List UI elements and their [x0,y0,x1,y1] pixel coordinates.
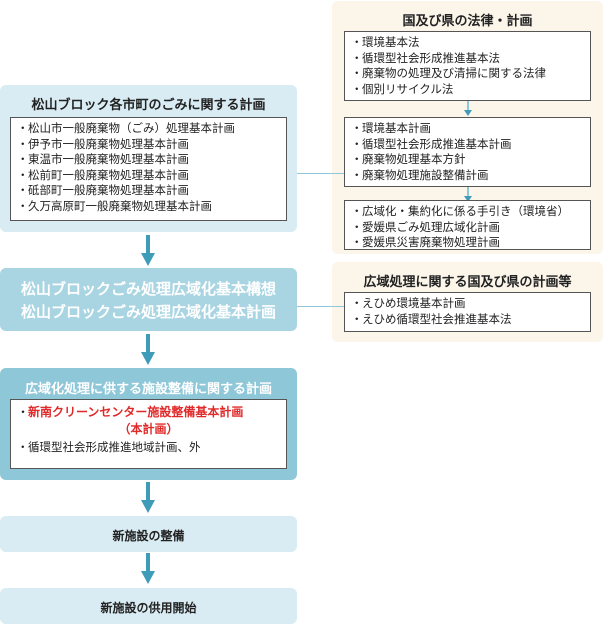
regional-plans-title: 広域処理に関する国及び県の計画等 [363,275,572,290]
list-item: ・えひめ循環型社会推進基本法 [351,311,512,326]
municipal-plans-panel: 松山ブロック各市町のごみに関する計画 ・松山市一般廃棄物（ごみ）処理基本計画 ・… [0,85,297,232]
list-item: ・伊予市一般廃棄物処理基本計画 [17,136,189,151]
list-item: ・循環型社会形成推進地域計画、外 [17,439,201,454]
list-item: ・廃棄物の処理及び清掃に関する法律 [351,66,546,80]
list-item: ・環境基本計画 [351,121,431,135]
small-down-arrow-icon [464,101,472,116]
national-plans-box: ・環境基本計画 ・循環型社会形成推進基本計画 ・廃棄物処理基本方針 ・廃棄物処理… [344,117,591,187]
new-facility-start-label: 新施設の供用開始 [100,601,197,615]
regional-plans-box: ・えひめ環境基本計画 ・えひめ循環型社会推進基本法 [344,292,591,332]
guidelines-box: ・広域化・集約化に係る手引き（環境省） ・愛媛県ごみ処理広域化計画 ・愛媛県災害… [344,200,591,250]
list-item: ・愛媛県災害廃棄物処理計画 [351,235,500,249]
block-plan-line2: 松山ブロックごみ処理広域化基本計画 [20,303,276,321]
laws-box: ・環境基本法 ・循環型社会形成推進基本法 ・廃棄物の処理及び清掃に関する法律 ・… [344,31,591,101]
list-item: ・えひめ環境基本計画 [351,296,466,310]
new-facility-start-step: 新施設の供用開始 [0,588,297,624]
highlight-item: ・新南クリーンセンター施設整備基本計画 [17,405,244,419]
list-item: ・循環型社会形成推進基本法 [351,50,500,65]
block-plan-panel: 松山ブロックごみ処理広域化基本構想 松山ブロックごみ処理広域化基本計画 [0,268,297,331]
down-arrow-icon [141,553,155,584]
list-item: ・広域化・集約化に係る手引き（環境省） [351,204,569,218]
down-arrow-icon [141,235,155,266]
down-arrow-icon [141,334,155,365]
list-item: ・久万高原町一般廃棄物処理基本計画 [17,198,212,213]
regional-plans-panel: 広域処理に関する国及び県の計画等 ・えひめ環境基本計画 ・えひめ循環型社会推進基… [332,262,603,342]
facility-plans-title: 広域化処理に供する施設整備に関する計画 [24,382,272,397]
list-item: ・東温市一般廃棄物処理基本計画 [17,152,189,166]
municipal-plans-box: ・松山市一般廃棄物（ごみ）処理基本計画 ・伊予市一般廃棄物処理基本計画 ・東温市… [10,117,287,221]
list-item: ・愛媛県ごみ処理広域化計画 [351,219,500,234]
highlight-item-subtitle: （本計画） [118,421,179,436]
list-item: ・環境基本法 [351,35,420,49]
list-item: ・砥部町一般廃棄物処理基本計画 [17,183,189,197]
list-item: ・廃棄物処理施設整備計画 [351,167,489,182]
national-laws-panel: 国及び県の法律・計画 ・環境基本法 ・循環型社会形成推進基本法 ・廃棄物の処理及… [332,1,603,254]
list-item: ・循環型社会形成推進基本計画 [351,136,512,151]
connector-line [297,173,344,174]
block-plan-line1: 松山ブロックごみ処理広域化基本構想 [20,280,276,298]
new-facility-build-label: 新施設の整備 [112,529,185,543]
municipal-plans-title: 松山ブロック各市町のごみに関する計画 [31,98,266,113]
list-item: ・個別リサイクル法 [351,81,454,96]
down-arrow-icon [141,482,155,513]
list-item: ・松前町一般廃棄物処理基本計画 [17,167,189,182]
connector-line [297,306,344,307]
small-down-arrow-icon [464,187,472,202]
new-facility-build-step: 新施設の整備 [0,516,297,552]
facility-plans-box: ・新南クリーンセンター施設整備基本計画 （本計画） ・循環型社会形成推進地域計画… [10,399,287,469]
facility-plans-panel: 広域化処理に供する施設整備に関する計画 ・新南クリーンセンター施設整備基本計画 … [0,368,297,480]
list-item: ・廃棄物処理基本方針 [351,152,466,166]
list-item: ・松山市一般廃棄物（ごみ）処理基本計画 [17,121,235,135]
national-laws-title: 国及び県の法律・計画 [402,14,533,29]
